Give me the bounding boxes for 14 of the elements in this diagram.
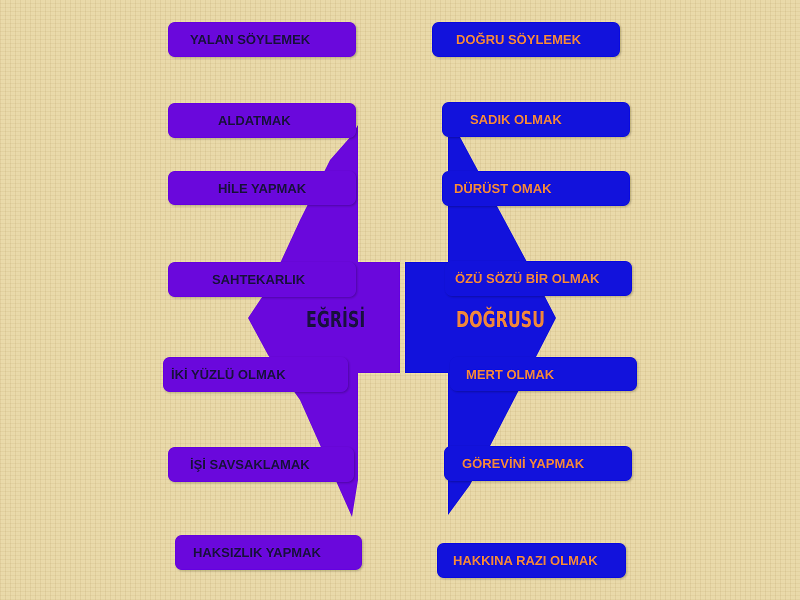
- label-box: DOĞRU SÖYLEMEK: [432, 22, 620, 57]
- label-box: DÜRÜST OMAK: [442, 171, 630, 206]
- label-box: MERT OLMAK: [450, 357, 637, 391]
- label-box: HAKKINA RAZI OLMAK: [437, 543, 626, 578]
- label-box: İKİ YÜZLÜ OLMAK: [163, 357, 348, 392]
- label-box: SAHTEKARLIK: [168, 262, 356, 297]
- label-box: İŞİ SAVSAKLAMAK: [168, 447, 354, 482]
- label-box: ALDATMAK: [168, 103, 356, 138]
- label-box: ÖZÜ SÖZÜ BİR OLMAK: [445, 261, 632, 296]
- label-box: GÖREVİNİ YAPMAK: [444, 446, 632, 481]
- label-box: SADIK OLMAK: [442, 102, 630, 137]
- label-box: HAKSIZLIK YAPMAK: [175, 535, 362, 570]
- label-box: YALAN SÖYLEMEK: [168, 22, 356, 57]
- label-box: HİLE YAPMAK: [168, 171, 356, 205]
